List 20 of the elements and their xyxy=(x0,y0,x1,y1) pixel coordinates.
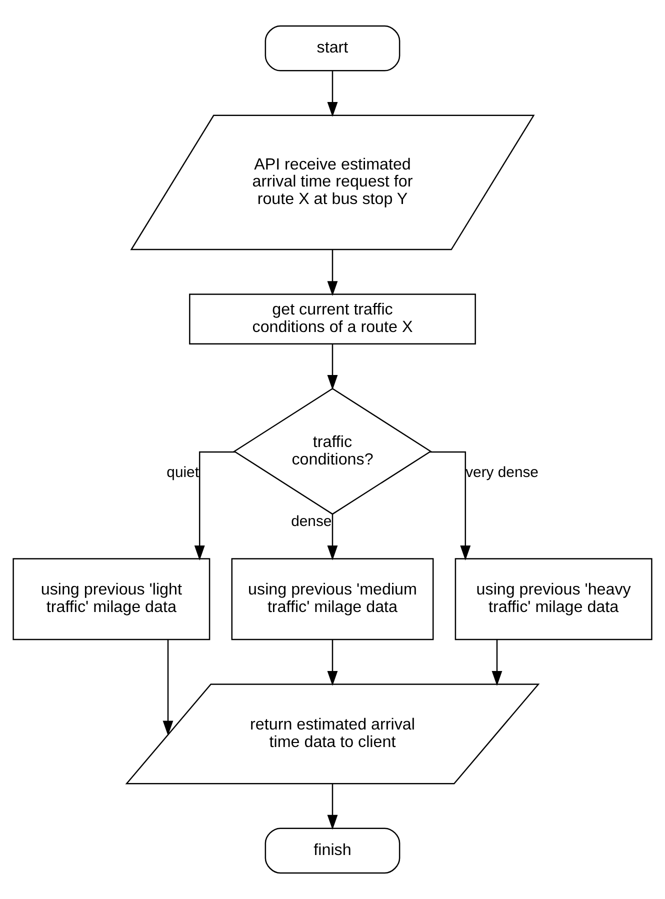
arrow xyxy=(327,640,338,686)
arrow xyxy=(194,451,236,560)
arrow xyxy=(327,344,338,390)
edge-label: very dense xyxy=(466,465,538,482)
arrow xyxy=(327,784,338,830)
arrow xyxy=(327,514,338,560)
node-box: using previous 'medium traffic' milage data xyxy=(231,558,434,640)
edge-label: dense xyxy=(291,514,332,530)
node-box: start xyxy=(264,25,400,72)
arrow xyxy=(492,640,502,686)
node-box: finish xyxy=(264,828,400,874)
arrow xyxy=(327,250,338,296)
edge-label: quiet xyxy=(166,465,199,482)
arrow xyxy=(162,640,174,736)
arrow xyxy=(327,71,338,117)
node-box: get current traffic conditions of a route X xyxy=(189,294,476,345)
node-box: using previous 'heavy traffic' milage data xyxy=(454,558,652,640)
arrow xyxy=(430,451,471,560)
node-box: using previous 'light traffic' milage data xyxy=(12,558,210,640)
node-diamond: traffic conditions? xyxy=(233,388,432,515)
